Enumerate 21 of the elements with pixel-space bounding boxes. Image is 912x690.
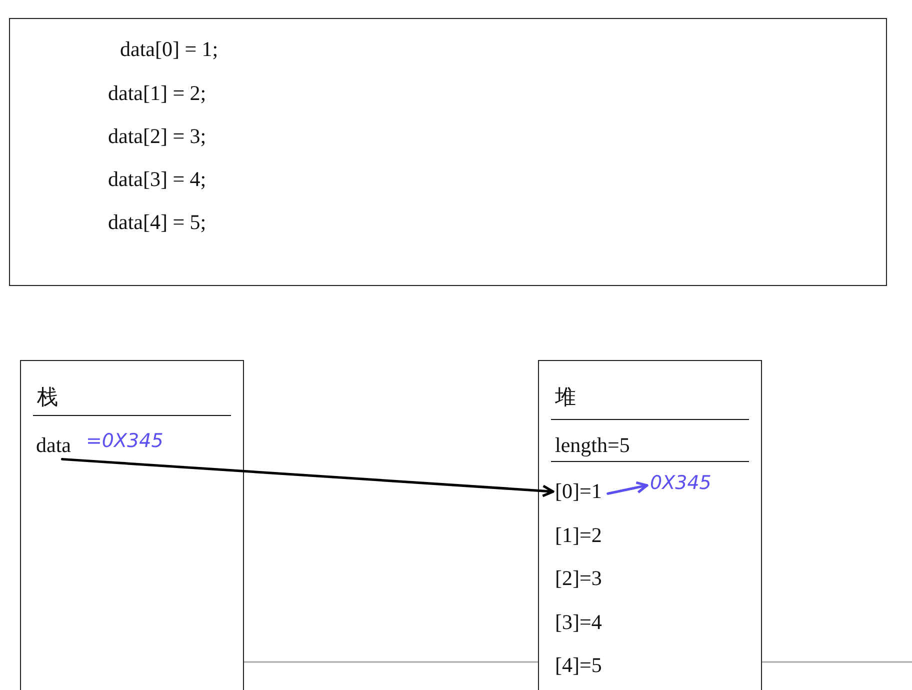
code-line: data[4] = 5; xyxy=(108,210,206,236)
handwritten-note: 0X345 xyxy=(650,472,712,495)
memory-box xyxy=(20,360,244,690)
box-heading: 栈 xyxy=(37,385,58,410)
memory-box xyxy=(538,360,762,690)
arrow xyxy=(606,481,648,495)
code-line: data[2] = 3; xyxy=(108,124,206,150)
array-element: [0]=1 xyxy=(555,479,602,504)
array-element: data xyxy=(36,433,71,458)
box-heading: 堆 xyxy=(555,385,576,410)
array-element: [3]=4 xyxy=(555,610,602,636)
handwritten-note: =0X345 xyxy=(86,430,164,453)
code-line: data[3] = 4; xyxy=(108,167,206,192)
code-line: data[1] = 2; xyxy=(108,81,206,106)
arrow xyxy=(61,458,554,498)
field-text: length=5 xyxy=(555,433,630,458)
array-element: [2]=3 xyxy=(555,566,602,592)
memory-box xyxy=(9,18,887,286)
array-element: [1]=2 xyxy=(555,523,602,548)
code-line: data[0] = 1; xyxy=(120,37,218,62)
array-element: [4]=5 xyxy=(555,653,602,678)
